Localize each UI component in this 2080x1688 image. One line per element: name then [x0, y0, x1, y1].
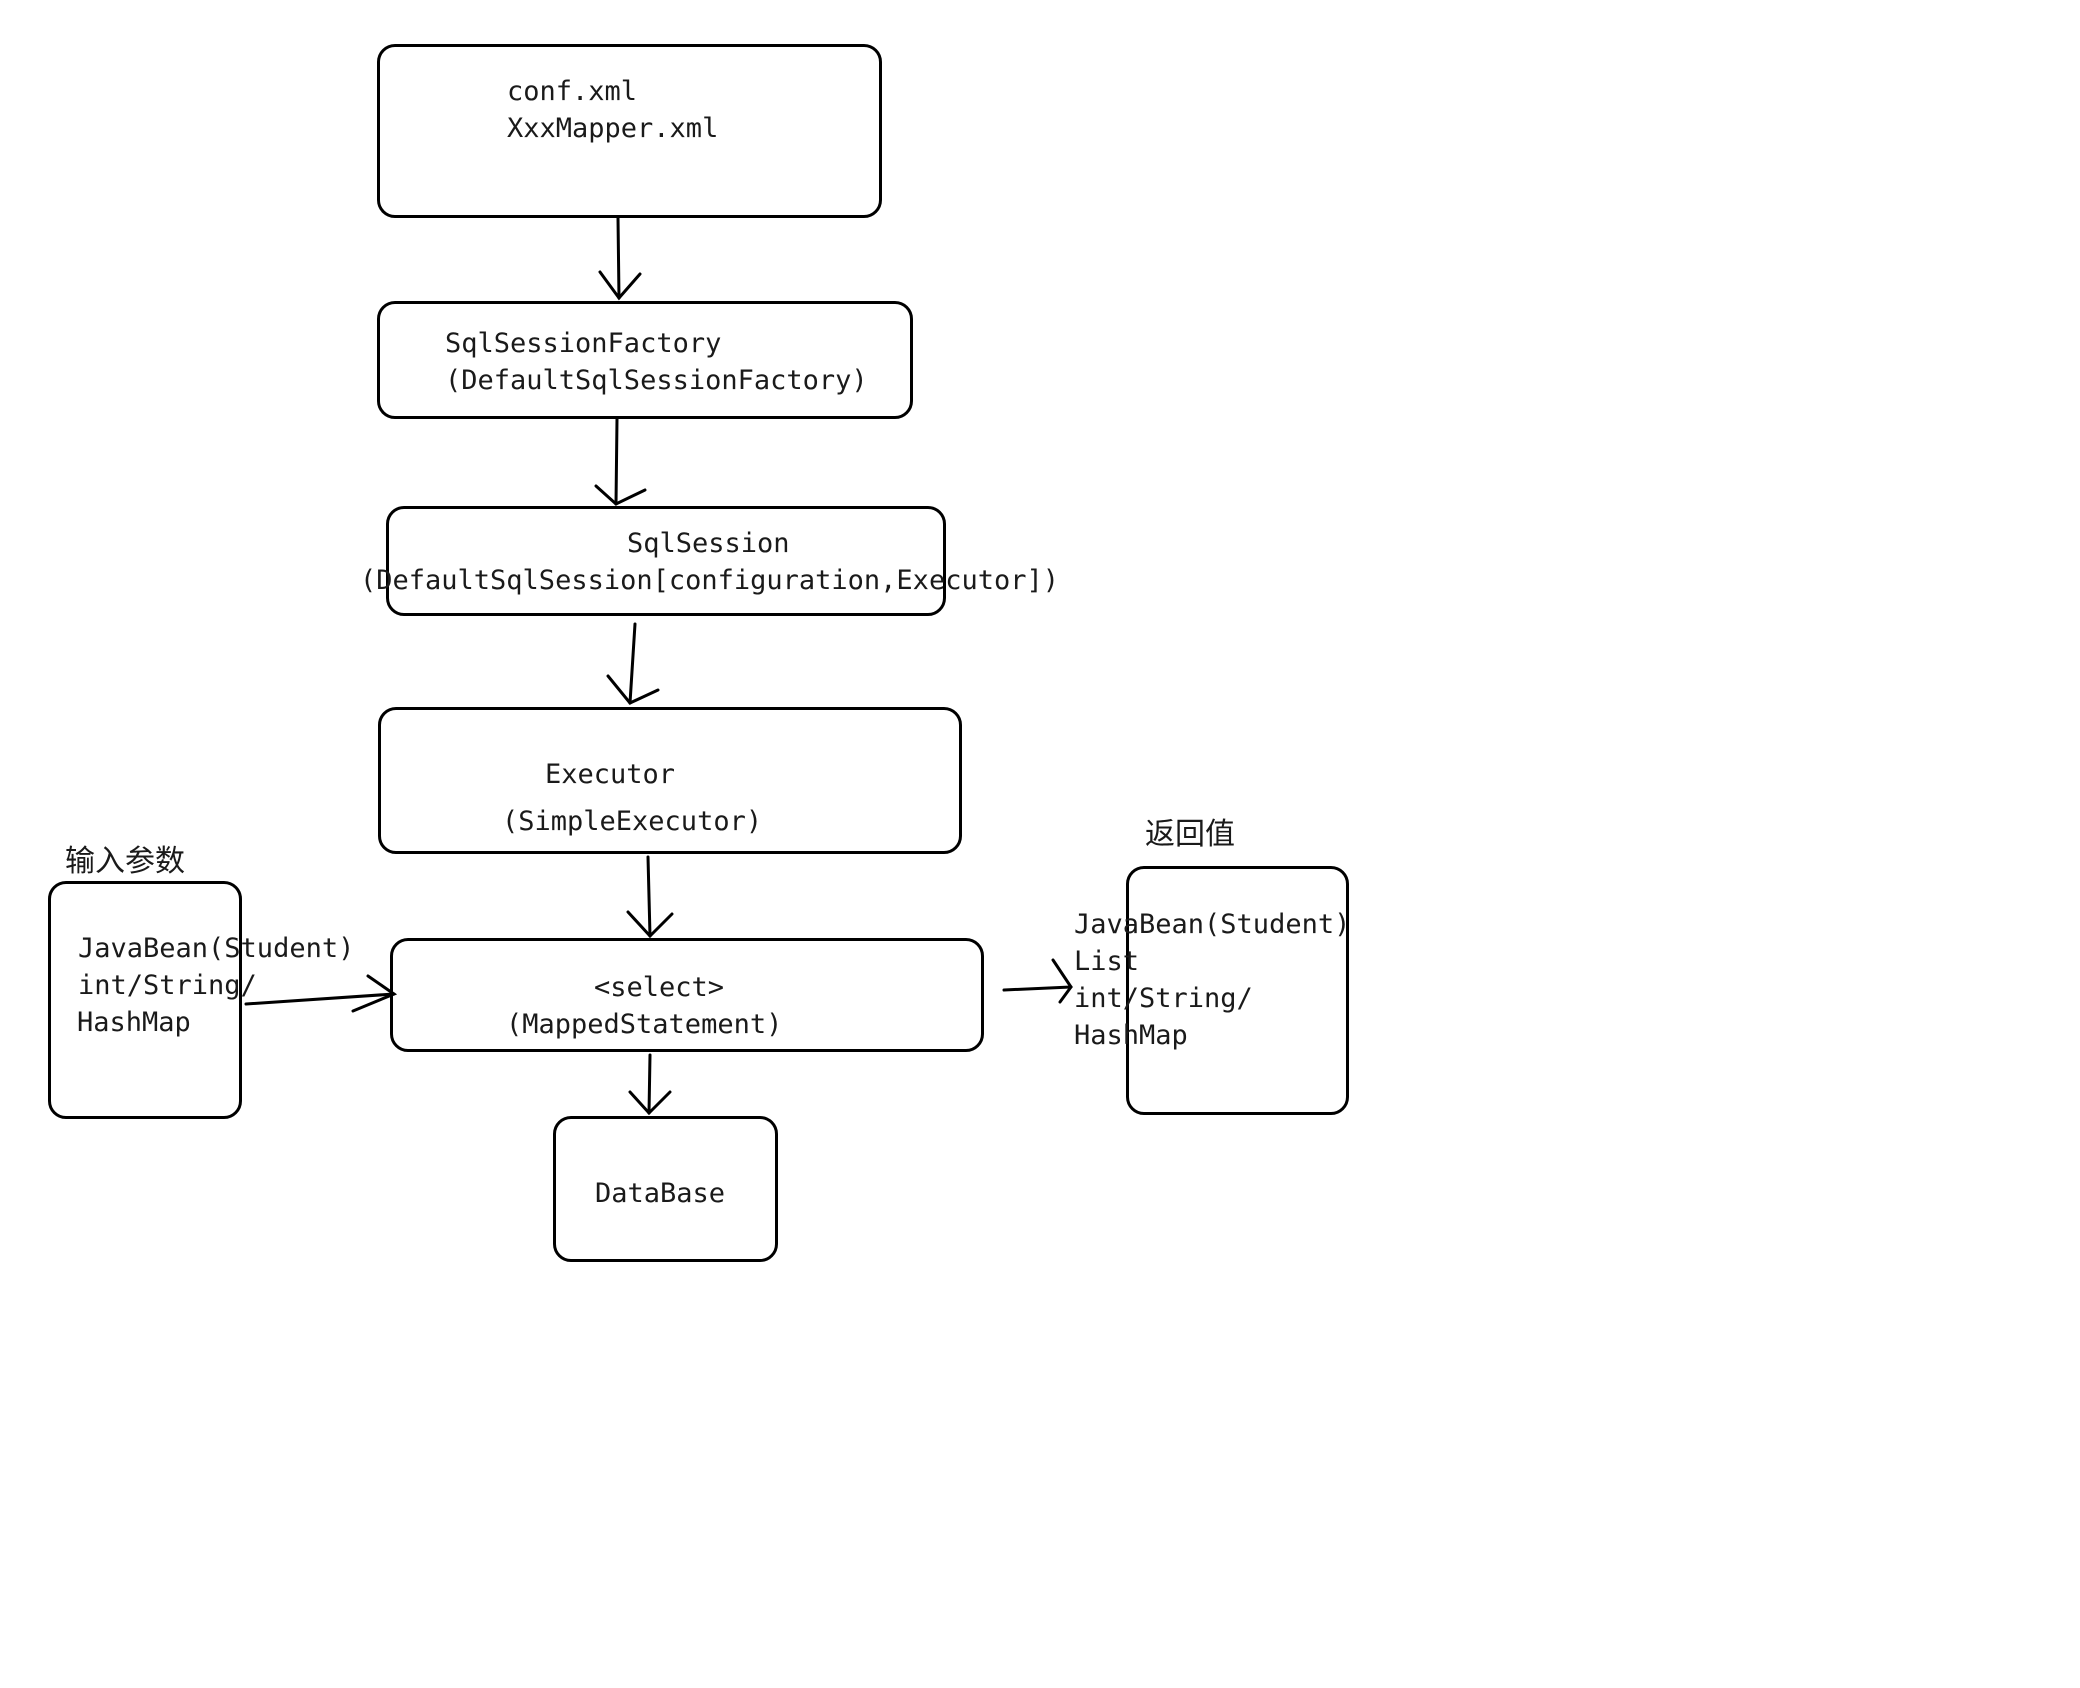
return-value-heading: 返回值 — [1145, 817, 1235, 852]
sqlsessionfactory-impl: (DefaultSqlSessionFactory) — [445, 365, 868, 396]
executor-box — [378, 707, 962, 854]
sqlsessionfactory-box — [377, 301, 913, 419]
input-params-box — [48, 881, 242, 1119]
return-value-line-1: JavaBean(Student) — [1074, 909, 1351, 940]
input-params-line-1: JavaBean(Student) — [78, 933, 355, 964]
return-value-box — [1126, 866, 1349, 1115]
config-line-2: XxxMapper.xml — [507, 113, 719, 144]
sqlsession-impl: (DefaultSqlSession[configuration,Executo… — [360, 565, 1059, 596]
arrow-session-to-executor — [606, 622, 660, 705]
sqlsessionfactory-title: SqlSessionFactory — [445, 328, 722, 359]
return-value-line-3: int/String/ — [1074, 983, 1253, 1014]
executor-title: Executor — [545, 759, 676, 790]
arrow-select-to-return — [1002, 958, 1073, 1004]
arrow-input-to-select — [244, 974, 398, 1013]
return-value-line-2: List — [1074, 946, 1140, 977]
arrow-select-to-database — [628, 1053, 672, 1116]
config-files-box — [377, 44, 882, 218]
sqlsession-box — [386, 506, 946, 616]
input-params-line-3: HashMap — [77, 1007, 191, 1038]
sqlsession-title: SqlSession — [627, 528, 790, 559]
arrow-config-to-factory — [598, 216, 642, 301]
database-box — [553, 1116, 778, 1262]
input-params-heading: 输入参数 — [65, 844, 185, 879]
arrow-factory-to-session — [594, 417, 647, 506]
executor-impl: (SimpleExecutor) — [502, 806, 763, 837]
mappedstatement-tag: <select> — [594, 972, 725, 1003]
mappedstatement-impl: (MappedStatement) — [506, 1009, 783, 1040]
config-line-1: conf.xml — [507, 76, 638, 107]
database-label: DataBase — [595, 1178, 726, 1209]
return-value-line-4: HashMap — [1074, 1020, 1188, 1051]
input-params-line-2: int/String/ — [78, 970, 257, 1001]
arrow-executor-to-select — [626, 855, 674, 939]
